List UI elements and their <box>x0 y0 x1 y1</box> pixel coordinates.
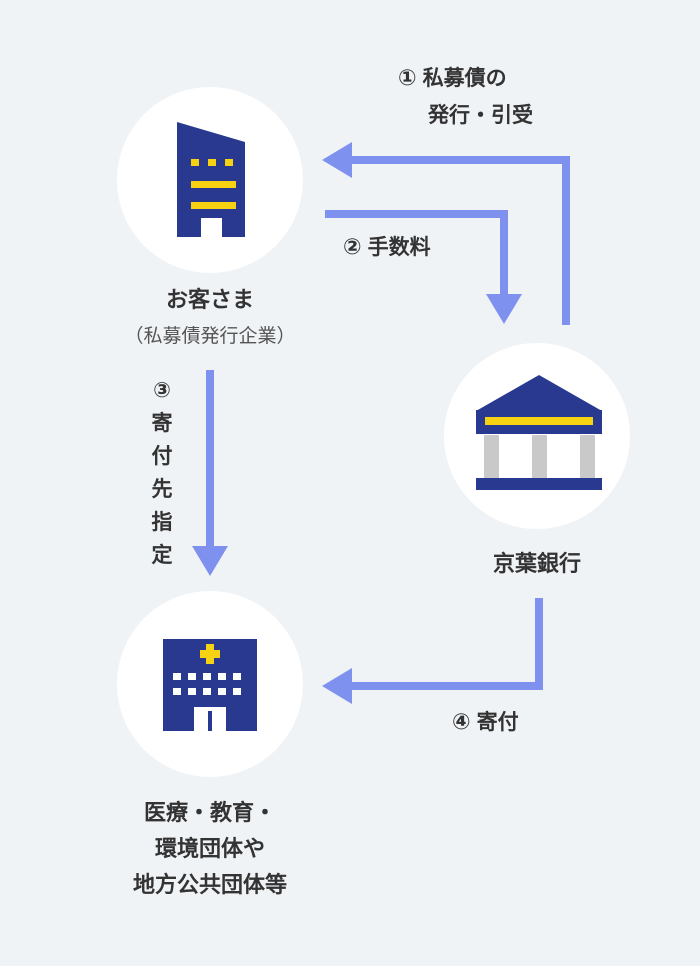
arrow-fee <box>325 210 522 324</box>
step-3-char-3: 先 <box>151 477 173 501</box>
arrow-donation <box>322 598 543 704</box>
recipient-line-1: 医療・教育・ <box>143 801 276 826</box>
hospital-building-icon <box>163 639 257 731</box>
office-building-icon <box>177 122 245 237</box>
customer-circle <box>117 87 303 273</box>
bank-title: 京葉銀行 <box>492 552 581 577</box>
step-3-char-1: 寄 <box>151 411 173 435</box>
recipient-title: 医療・教育・ 環境団体や 地方公共団体等 <box>90 796 330 904</box>
step-4-text: 寄付 <box>476 710 519 734</box>
step-1-number: ① <box>398 66 417 91</box>
step-2-number: ② <box>343 235 362 260</box>
step-3-char-5: 定 <box>151 543 173 567</box>
step-1-line-2: 発行・引受 <box>428 103 533 127</box>
arrow-designation <box>192 370 228 576</box>
step-3-char-4: 指 <box>151 510 173 534</box>
step-2-text: 手数料 <box>367 235 431 259</box>
step-1-line-1: 私募債の <box>422 66 507 90</box>
bank-circle <box>444 343 630 529</box>
customer-subtitle: （私募債発行企業） <box>124 325 296 347</box>
step-4-number: ④ <box>452 710 471 735</box>
recipient-circle <box>117 591 303 777</box>
arrow-issuance <box>322 142 570 325</box>
recipient-line-3: 地方公共団体等 <box>132 873 287 898</box>
bank-building-icon <box>476 375 602 490</box>
step-3-label: ③ 寄 付 先 指 定 <box>142 374 182 572</box>
recipient-line-2: 環境団体や <box>154 837 265 862</box>
customer-title: お客さま <box>165 288 254 313</box>
step-3-char-2: 付 <box>151 444 173 468</box>
step-3-number: ③ <box>153 378 171 402</box>
